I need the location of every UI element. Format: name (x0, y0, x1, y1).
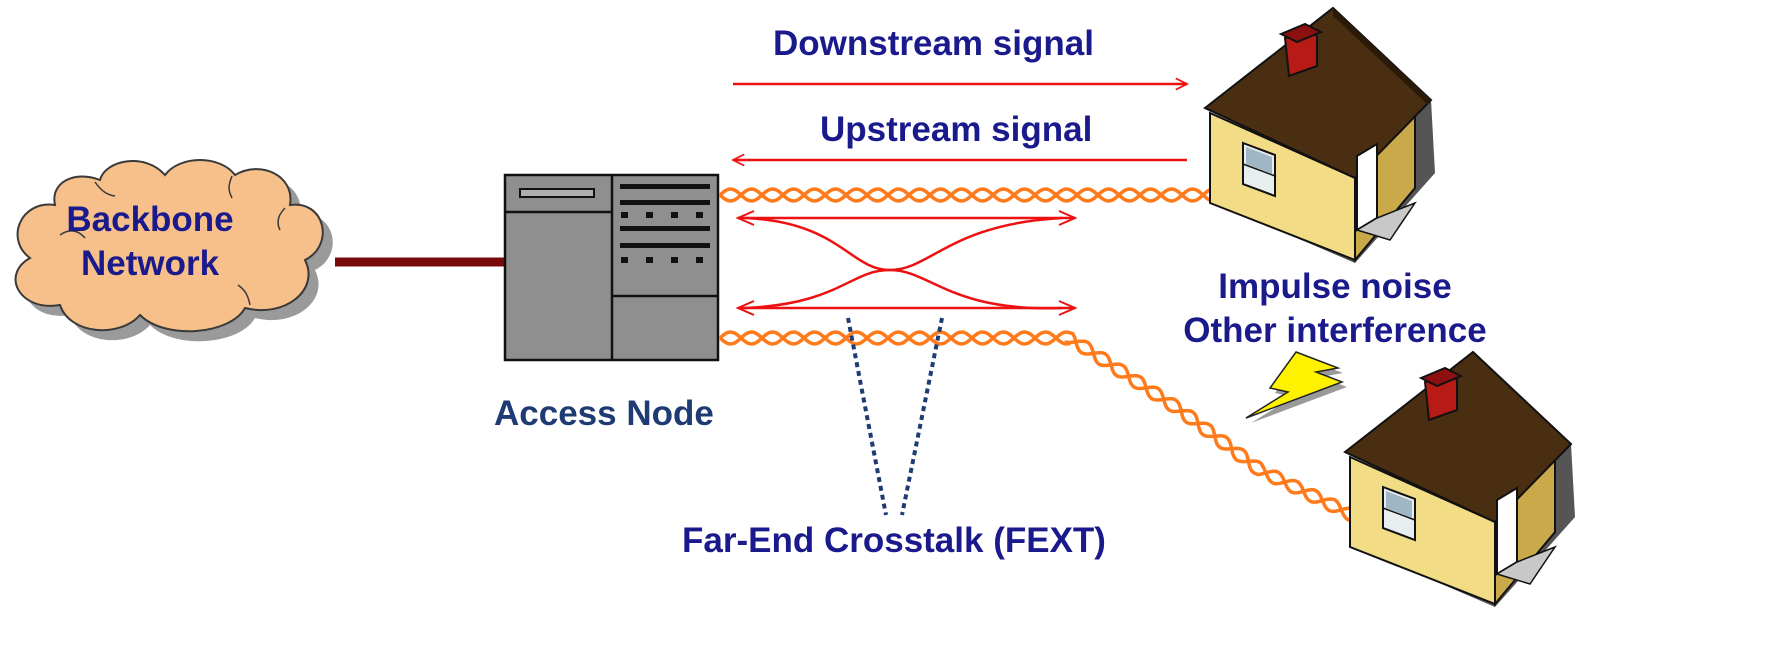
fext-pointer-lines (846, 317, 944, 516)
noise-label-line-2: Other interference (1183, 311, 1487, 350)
noise-label-line-1: Impulse noise (1218, 267, 1452, 306)
house-icon (1343, 350, 1575, 607)
noise-label: Impulse noise Other interference (1160, 265, 1510, 353)
cloud-label: Backbone Network (50, 198, 250, 286)
crosstalk-arrows (738, 218, 1075, 308)
upstream-label: Upstream signal (820, 110, 1093, 149)
twisted-pair-lower-strand-1 (718, 330, 1351, 522)
twisted-pair-upper-strand-2 (718, 187, 1213, 203)
twisted-pair-lower-strand-2 (718, 330, 1356, 514)
downstream-label: Downstream signal (773, 24, 1094, 63)
house-icon (1203, 6, 1435, 263)
twisted-pairs (718, 187, 1356, 522)
cloud-icon (14, 159, 333, 342)
cloud-label-line-2: Network (80, 244, 220, 283)
fext-label: Far-End Crosstalk (FEXT) (682, 521, 1106, 560)
access-node-label: Access Node (494, 394, 714, 433)
twisted-pair-upper-strand-1 (718, 187, 1213, 203)
lightning-icon (1245, 351, 1347, 423)
access-node-icon (503, 173, 720, 362)
cloud-label-line-1: Backbone (66, 200, 234, 239)
